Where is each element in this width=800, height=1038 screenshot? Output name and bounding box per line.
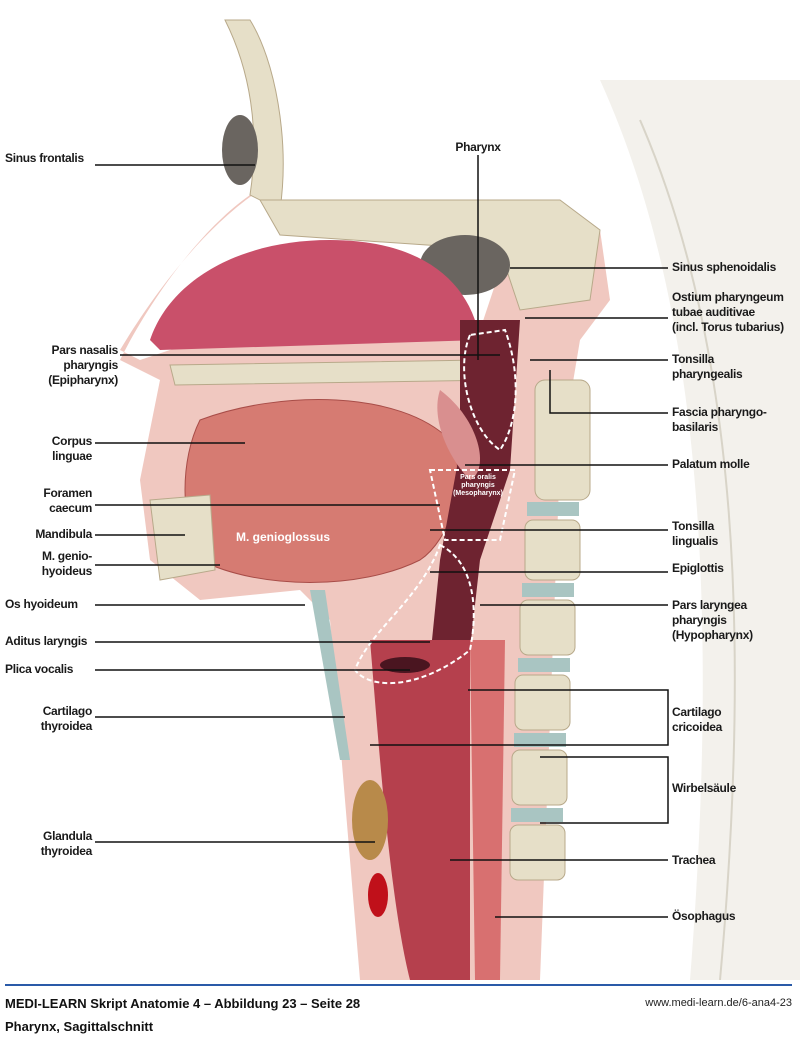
footer-caption: Pharynx, Sagittalschnitt xyxy=(5,1019,154,1034)
nasal-cavity xyxy=(150,240,480,350)
label-line: Tonsilla xyxy=(672,352,715,366)
label-line: Pars nasalis xyxy=(51,343,119,357)
label-line: Pars oralis xyxy=(460,474,496,481)
label-line: thyroidea xyxy=(40,719,93,733)
label-pharynx: Pharynx xyxy=(455,140,501,154)
label-line: pharyngis xyxy=(461,482,495,489)
oesophagus xyxy=(470,640,505,980)
label-line: linguae xyxy=(52,449,92,463)
label-line: pharyngealis xyxy=(672,367,743,381)
leader-lines xyxy=(95,155,669,918)
label-sinus-sphenoidalis: Sinus sphenoidalis xyxy=(672,260,776,274)
epipharynx-outline xyxy=(463,328,517,452)
label-line: Tonsilla xyxy=(672,519,715,533)
hypopharynx-outline xyxy=(353,543,475,685)
label-os-hyoideum: Os hyoideum xyxy=(5,597,78,611)
label-line: lingualis xyxy=(672,534,718,548)
tongue xyxy=(184,399,459,583)
label-sinus-frontalis: Sinus frontalis xyxy=(5,151,84,165)
label-line: Pars laryngea xyxy=(672,598,747,612)
label-palatum-molle: Palatum molle xyxy=(672,457,750,471)
mandible xyxy=(149,494,216,581)
vessel-shape xyxy=(368,873,388,917)
label-m-genioglossus: M. genioglossus xyxy=(236,530,331,544)
label-mandibula: Mandibula xyxy=(35,527,92,541)
sinus-frontalis-shape xyxy=(222,115,258,185)
soft-palate xyxy=(437,390,480,480)
label-fascia-pharyngobasilaris: Fascia pharyngo-basilaris xyxy=(672,405,767,435)
label-line: pharyngis xyxy=(672,613,727,627)
footer-source: MEDI-LEARN Skript Anatomie 4 – Abbildung… xyxy=(5,996,361,1011)
neck-skin-region xyxy=(600,80,800,980)
trachea xyxy=(370,640,470,980)
sagittal-section-illustration xyxy=(95,19,800,980)
label-epiglottis: Epiglottis xyxy=(672,561,724,575)
footer-url[interactable]: www.medi-learn.de/6-ana4-23 xyxy=(645,997,792,1009)
label-line: (Mesopharynx) xyxy=(453,490,503,497)
label-line: Cartilago xyxy=(672,705,722,719)
label-plica-vocalis: Plica vocalis xyxy=(5,662,74,676)
label-line: (Epipharynx) xyxy=(48,373,118,387)
skin-contour-line xyxy=(639,119,736,980)
label-line: M. genio- xyxy=(42,549,92,563)
footer-divider xyxy=(5,984,792,986)
vertebral-column xyxy=(509,379,591,881)
label-line: Glandula xyxy=(43,829,92,843)
plica-vocalis-shape xyxy=(380,657,430,673)
label-line: Corpus xyxy=(51,434,93,448)
label-line: pharyngis xyxy=(63,358,118,372)
label-line: (Hypopharynx) xyxy=(672,628,753,642)
skull-base xyxy=(259,199,601,311)
label-line: Ostium pharyngeum xyxy=(672,290,784,304)
label-line: cricoidea xyxy=(672,720,722,734)
label-line: basilaris xyxy=(672,420,718,434)
label-line: (incl. Torus tubarius) xyxy=(672,320,784,334)
pharynx-lumen xyxy=(430,320,520,660)
hard-palate xyxy=(169,359,502,386)
label-m-geniohyoideus: M. genio-hyoideus xyxy=(41,549,93,579)
label-trachea: Trachea xyxy=(672,853,716,867)
label-line: Fascia pharyngo- xyxy=(672,405,767,419)
mesopharynx-outline xyxy=(428,469,517,541)
intervertebral-discs xyxy=(511,502,579,822)
glandula-thyroidea-shape xyxy=(352,780,388,860)
label-line: hyoideus xyxy=(41,564,93,578)
label-aditus-laryngis: Aditus laryngis xyxy=(5,634,88,648)
label-line: caecum xyxy=(49,501,92,515)
label-wirbelsaeule: Wirbelsäule xyxy=(672,781,736,795)
label-line: Foramen xyxy=(43,486,92,500)
label-line: tubae auditivae xyxy=(672,305,755,319)
label-oesophagus: Ösophagus xyxy=(672,909,736,923)
label-line: thyroidea xyxy=(40,844,93,858)
label-line: Cartilago xyxy=(42,704,93,718)
